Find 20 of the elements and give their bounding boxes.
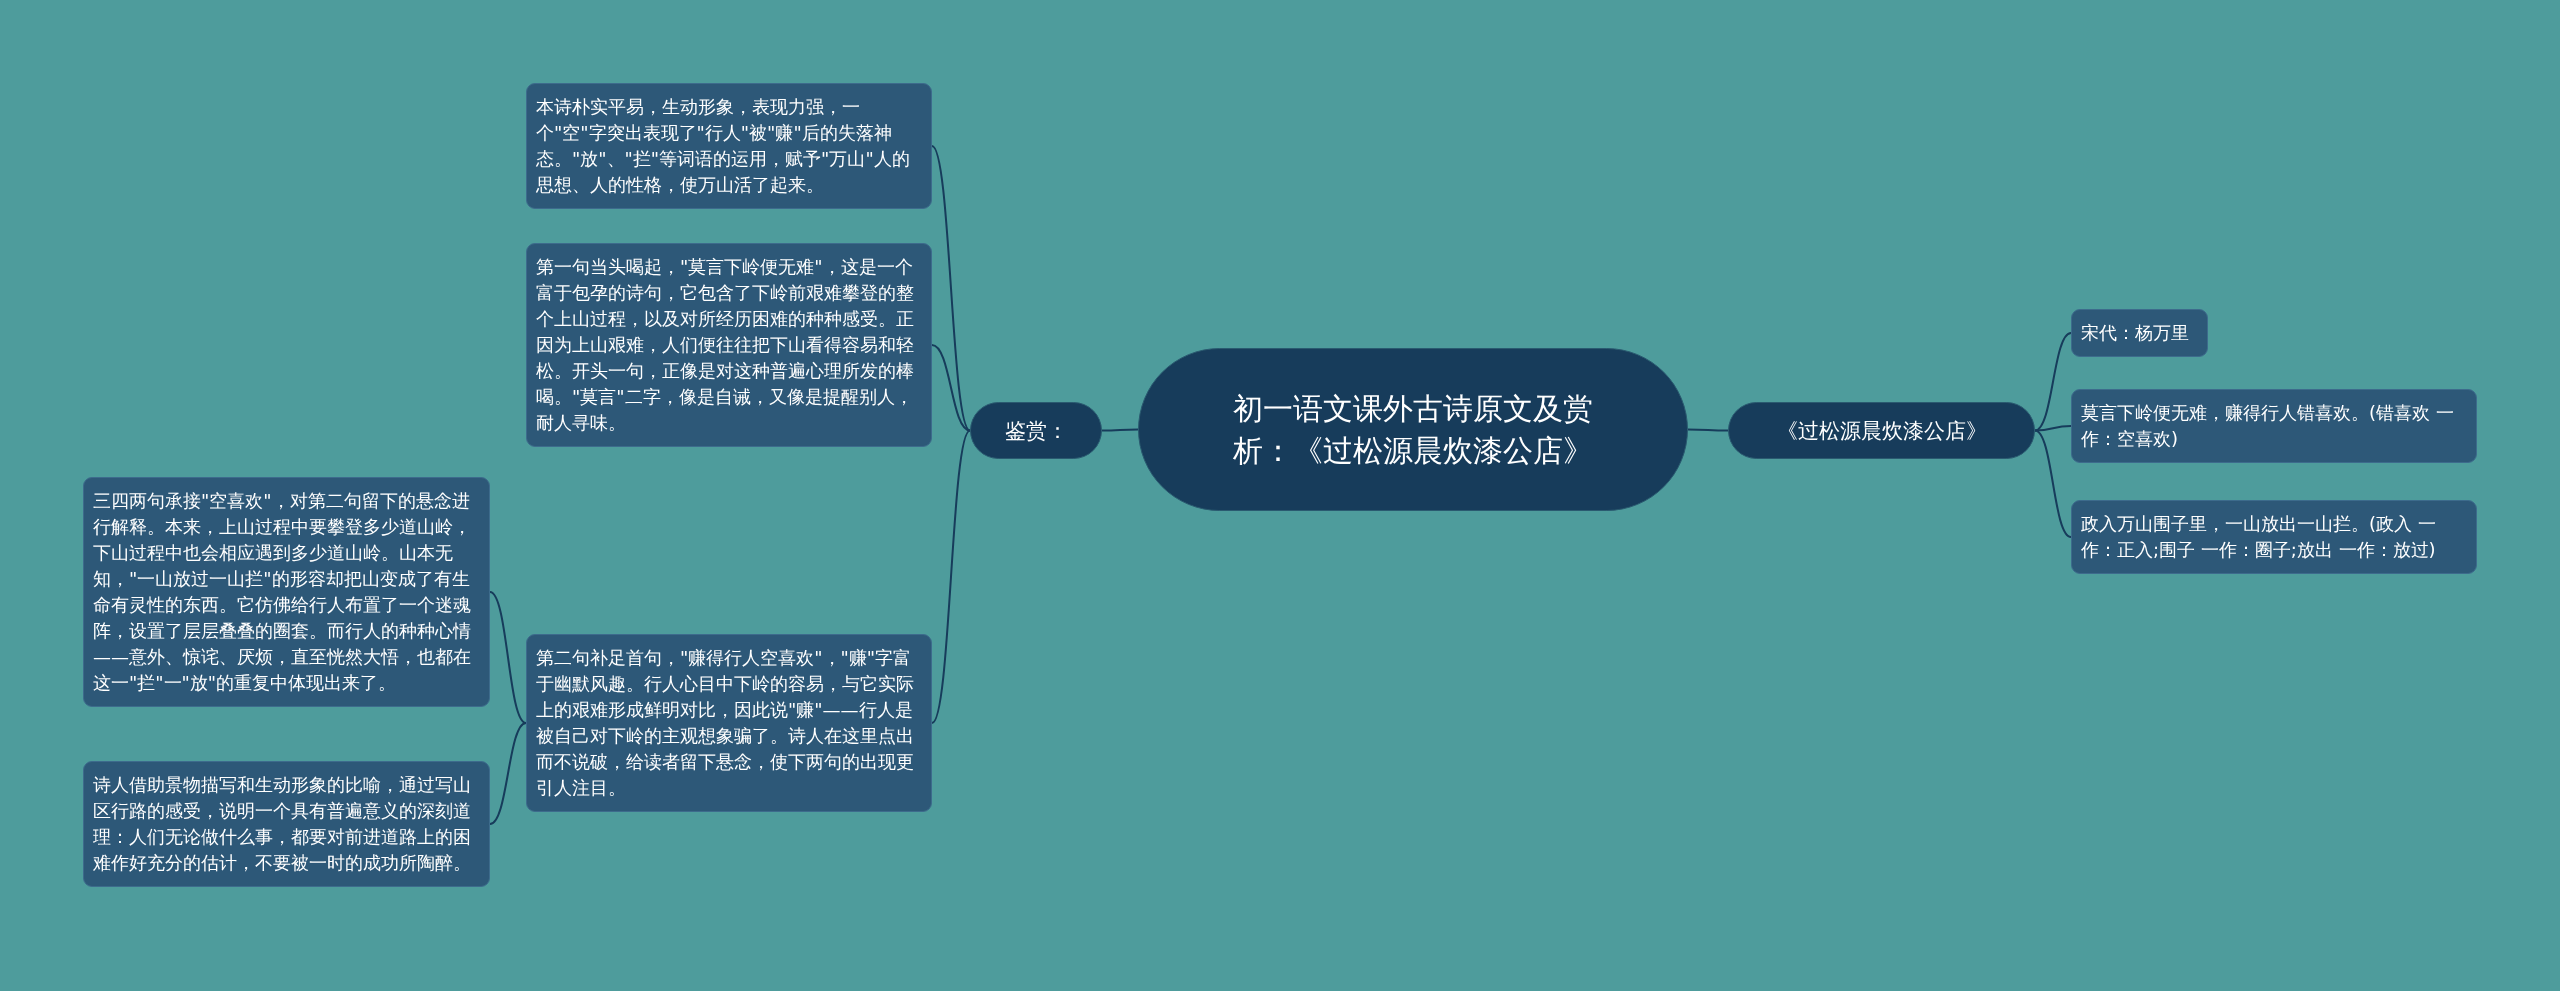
connector-line: [931, 429, 971, 724]
connector-line: [2034, 425, 2072, 432]
text-card: 三四两句承接"空喜欢"，对第二句留下的悬念进行解释。本来，上山过程中要攀登多少道山岭，下山过程中也会相应遇到多少道山岭。山本无知，"一山放过一山拦"的形容却把山变成了有生命有灵性的东西。它仿佛给行人布置了一个迷魂阵，设置了层层叠叠的圈套。而行人的种种心情——意外、惊诧、厌烦，直至恍然大悟，也都在这一"拦"一"放"的重复中体现出来了。: [83, 477, 490, 707]
connector-line: [1687, 428, 1729, 432]
connector-line: [931, 145, 971, 432]
central-topic: 初一语文课外古诗原文及赏析：《过松源晨炊漆公店》: [1138, 348, 1688, 511]
text-card: 诗人借助景物描写和生动形象的比喻，通过写山区行路的感受，说明一个具有普遍意义的深刻道理：人们无论做什么事，都要对前进道路上的困难作好充分的估计，不要被一时的成功所陶醉。: [83, 761, 490, 887]
text-card: 本诗朴实平易，生动形象，表现力强，一个"空"字突出表现了"行人"被"赚"后的失落神态。"放"、"拦"等词语的运用，赋予"万山"人的思想、人的性格，使万山活了起来。: [526, 83, 932, 209]
connector-line: [2034, 429, 2072, 538]
connector-line: [1101, 428, 1139, 432]
connector-line: [931, 344, 971, 432]
text-card: 莫言下岭便无难，赚得行人错喜欢。(错喜欢 一作：空喜欢): [2071, 389, 2477, 463]
text-card: 第二句补足首句，"赚得行人空喜欢"，"赚"字富于幽默风趣。行人心目中下岭的容易，与它实际上的艰难形成鲜明对比，因此说"赚"——行人是被自己对下岭的主观想象骗了。诗人在这里点出而不说破，给读者留下悬念，使下两句的出现更引人注目。: [526, 634, 932, 812]
branch-topic: 《过松源晨炊漆公店》: [1728, 402, 2035, 459]
branch-topic: 鉴赏：: [970, 402, 1102, 459]
connector-line: [489, 722, 527, 825]
text-card: 宋代：杨万里: [2071, 309, 2208, 357]
text-card: 政入万山围子里，一山放出一山拦。(政入 一作：正入;围子 一作：圈子;放出 一作：放过): [2071, 500, 2477, 574]
text-card: 第一句当头喝起，"莫言下岭便无难"，这是一个富于包孕的诗句，它包含了下岭前艰难攀登的整个上山过程，以及对所经历困难的种种感受。正因为上山艰难，人们便往往把下山看得容易和轻松。开头一句，正像是对这种普遍心理所发的棒喝。"莫言"二字，像是自诫，又像是提醒别人，耐人寻味。: [526, 243, 932, 447]
connector-line: [489, 591, 527, 724]
